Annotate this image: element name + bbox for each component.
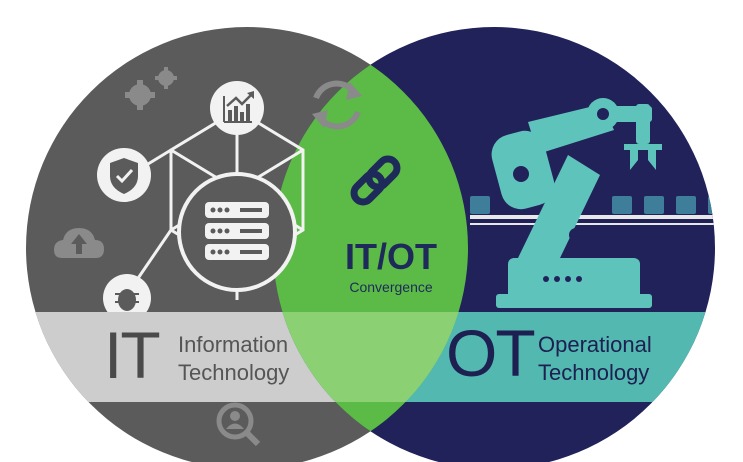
refresh-icon [312,80,362,130]
user-search-icon [216,402,261,447]
bug-lock-icon [103,274,151,322]
link-icon [350,155,401,206]
convergence-subtitle: Convergence [349,279,433,295]
ot-label-line1: Operational [538,332,652,357]
it-label-line1: Information [178,332,289,357]
analytics-icon [210,81,264,135]
shield-check-icon [97,148,151,202]
ot-label-line2: Technology [538,360,650,385]
gears-icon [125,67,177,110]
server-icon [177,172,297,292]
it-abbreviation: IT [104,318,161,392]
robot-arm-icon [491,98,662,308]
cloud-upload-icon [54,228,104,258]
it-label-line2: Technology [178,360,290,385]
ot-abbreviation: OT [446,316,536,390]
convergence-title: IT/OT [345,236,437,277]
